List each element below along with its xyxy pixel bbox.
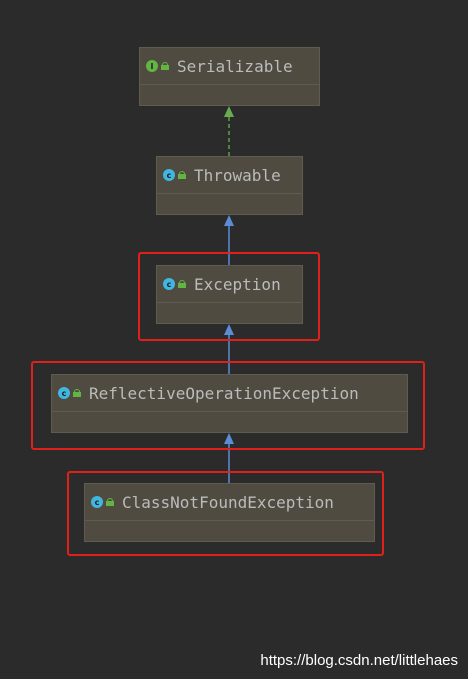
node-exception-label: Exception (194, 274, 281, 294)
node-throwable-members (157, 194, 302, 216)
class-icon: c (58, 387, 70, 399)
public-access-icon (161, 62, 169, 70)
class-icon: c (91, 496, 103, 508)
class-icon: c (163, 169, 175, 181)
arrowhead-throwable (224, 215, 234, 226)
node-throwable[interactable]: c Throwable (156, 156, 303, 215)
node-classnotfound-header: c ClassNotFoundException (85, 484, 374, 521)
arrowhead-exception (224, 324, 234, 335)
node-serializable-members (140, 85, 319, 107)
class-icon: c (163, 278, 175, 290)
node-class-not-found-exception[interactable]: c ClassNotFoundException (84, 483, 375, 542)
node-serializable-header: I Serializable (140, 48, 319, 85)
highlight-box-exception (138, 252, 320, 341)
interface-icon: I (146, 60, 158, 72)
node-reflective-operation-exception[interactable]: c ReflectiveOperationException (51, 374, 408, 433)
node-serializable[interactable]: I Serializable (139, 47, 320, 106)
public-access-icon (73, 389, 81, 397)
node-reflective-label: ReflectiveOperationException (89, 383, 359, 403)
node-throwable-label: Throwable (194, 165, 281, 185)
node-throwable-header: c Throwable (157, 157, 302, 194)
watermark: https://blog.csdn.net/littlehaes (260, 652, 458, 669)
highlight-box-reflective (31, 361, 425, 450)
public-access-icon (106, 498, 114, 506)
public-access-icon (178, 280, 186, 288)
highlight-box-classnotfound (67, 471, 384, 556)
node-exception-header: c Exception (157, 266, 302, 303)
node-serializable-label: Serializable (177, 56, 293, 76)
public-access-icon (178, 171, 186, 179)
node-classnotfound-label: ClassNotFoundException (122, 492, 334, 512)
node-exception[interactable]: c Exception (156, 265, 303, 324)
node-reflective-header: c ReflectiveOperationException (52, 375, 407, 412)
arrowhead-reflective (224, 433, 234, 444)
arrowhead-serializable (224, 106, 234, 117)
